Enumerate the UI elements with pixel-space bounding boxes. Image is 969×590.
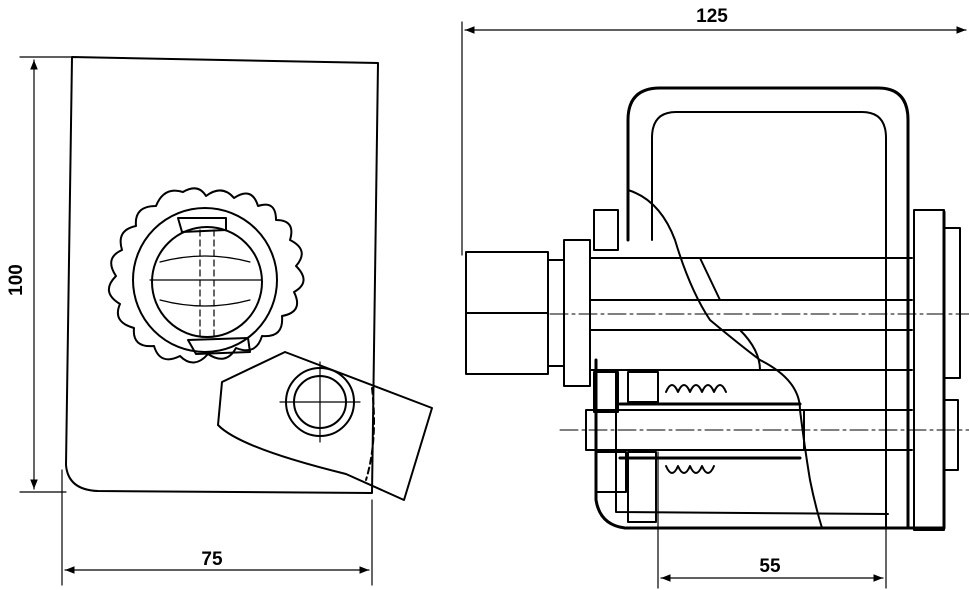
- housing-outline: [594, 210, 946, 530]
- right-flange: [913, 209, 945, 531]
- section-view: 125: [461, 6, 969, 589]
- main-shaft: [589, 257, 721, 301]
- lever-arm: [217, 351, 433, 501]
- dim-inner-width-label: 55: [759, 556, 781, 577]
- spring-lower: [665, 465, 715, 474]
- spring-upper: [665, 384, 727, 393]
- hub-insert: [177, 217, 227, 233]
- dim-overall-width-label: 125: [696, 6, 728, 27]
- hub-outer-ring: [132, 207, 278, 353]
- star-wheel: [108, 187, 305, 364]
- hub-inner-ring: [151, 226, 263, 338]
- plate-outline: [65, 56, 379, 494]
- u-bracket-inner: [651, 111, 887, 529]
- front-view: 100 75: [6, 56, 433, 586]
- u-bracket-outer: [626, 86, 910, 530]
- dim-height-label: 100: [6, 264, 27, 296]
- dim-width-label: 75: [201, 549, 223, 570]
